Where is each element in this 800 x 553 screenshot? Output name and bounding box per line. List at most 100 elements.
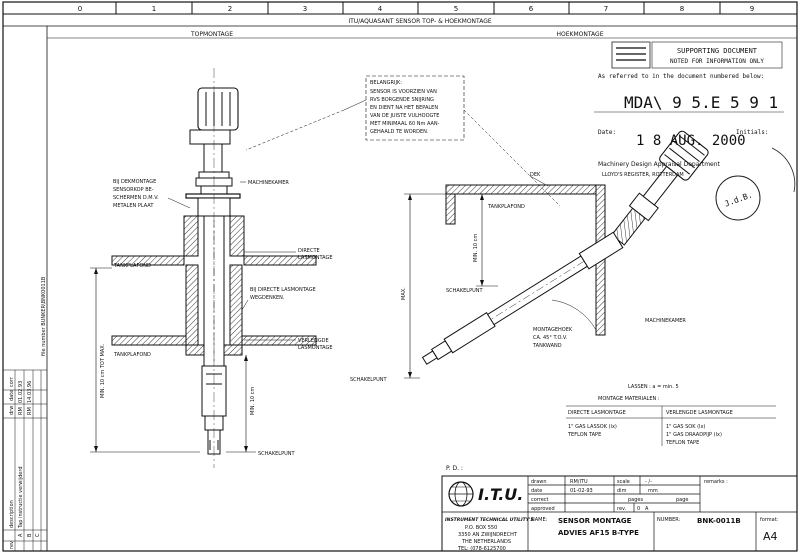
column-marker: 9 xyxy=(750,5,754,13)
pd-label: P. D. : xyxy=(446,465,463,472)
note-line: MET MINIMAAL 60 Nm AAN- xyxy=(370,121,440,127)
label-dekmontage: METALEN PLAAT xyxy=(113,203,154,209)
materials-heading: MONTAGE MATERIALEN : xyxy=(598,396,660,402)
rev-letter: A xyxy=(18,533,24,537)
rev-value: A xyxy=(645,506,649,512)
note-title: BELANGRIJK: xyxy=(370,80,402,86)
dimension-min-10cm: MIN. 10 cm xyxy=(473,234,479,262)
column-marker: 7 xyxy=(604,5,608,13)
column-marker: 6 xyxy=(529,5,534,13)
remarks-label: remarks : xyxy=(704,479,728,485)
scale-label: scale xyxy=(617,479,630,485)
label-montagehoek: TANKWAND xyxy=(532,343,562,349)
stamp-heading: SUPPORTING DOCUMENT xyxy=(677,47,758,55)
label-tankplafond-2: TANKPLAFOND xyxy=(113,352,151,358)
pages-label: pages xyxy=(628,497,643,503)
rev-value: 0 xyxy=(637,506,640,512)
number-label: NUMBER: xyxy=(657,517,681,523)
register-logo xyxy=(611,41,651,69)
stamp-date-label: Date: xyxy=(598,129,616,136)
rev-header: description xyxy=(9,500,15,528)
rev-date: 01.02.93 xyxy=(18,381,24,403)
label-bij-directe-lasmontage: WEGDENKEN. xyxy=(250,295,285,301)
stamp-date-value: 1 8 AUG. 2000 xyxy=(636,133,746,149)
angle-mount-drawing xyxy=(404,130,709,379)
label-verlengde-lasmontage: LASMONTAGE xyxy=(298,345,333,351)
date-label: date xyxy=(531,488,542,494)
material-item: 1" GAS DRAADPIJP (lx) xyxy=(666,432,722,438)
drawn-value: RM/ITU xyxy=(570,479,588,485)
column-marker: 4 xyxy=(378,5,383,13)
top-mount-labels: BIJ DEKMONTAGE SENSORKOP BE- SCHERMEN D.… xyxy=(100,179,333,457)
label-schakelpunt-2: SCHAKELPUNT xyxy=(350,377,387,383)
stamp-department: Machinery Design Appraisal Department xyxy=(598,161,721,168)
note-line: GEHAALD TE WORDEN. xyxy=(370,129,429,135)
label-bij-directe-lasmontage: BIJ DIRECTE LASMONTAGE xyxy=(250,287,316,293)
drawing-name: SENSOR MONTAGE xyxy=(558,517,632,525)
drawing-number: BNK-0011B xyxy=(697,517,741,525)
date-value: 01-02-93 xyxy=(570,488,593,494)
label-dekmontage: BIJ DEKMONTAGE xyxy=(113,179,156,185)
seal-icon xyxy=(715,175,761,221)
material-item: 1" GAS SOK (lx) xyxy=(666,424,705,430)
approval-stamp: SUPPORTING DOCUMENT NOTED FOR INFORMATIO… xyxy=(594,41,796,221)
drawing-title: ITU/AQUASANT SENSOR TOP- & HOEKMONTAGE xyxy=(348,18,492,25)
stamp-register: LLOYD'S REGISTER, ROTTERDAM xyxy=(602,172,684,178)
section-title-hoekmontage: HOEKMONTAGE xyxy=(557,31,604,38)
rev-description: Tap instructie verwijderd xyxy=(18,466,24,529)
material-item: TEFLON TAPE xyxy=(567,432,601,438)
col-directe: DIRECTE LASMONTAGE xyxy=(568,410,626,416)
column-marker: 1 xyxy=(152,5,156,13)
rev-header: rev xyxy=(9,541,15,549)
revision-block xyxy=(3,369,47,551)
label-tankplafond: TANKPLAFOND xyxy=(487,204,525,210)
label-dekmontage: SCHERMEN D.M.V. xyxy=(113,195,159,201)
page-label: page xyxy=(676,497,689,503)
dim-label: dim xyxy=(617,488,627,494)
label-verlengde-lasmontage: VERLENGDE xyxy=(298,338,329,344)
rev-letter: C xyxy=(35,533,41,537)
note-line: RVS BORGENDE SNIJRING xyxy=(370,97,434,103)
label-machinekamer: MACHINEKAMER xyxy=(248,180,289,186)
revision-block-text: rev description drw date corr A Tap inst… xyxy=(9,276,47,549)
title-block-logo: I.T.U. INSTRUMENT TECHNICAL UTILITY'S P.… xyxy=(445,481,534,552)
dimension-min-10cm: MIN. 10 cm xyxy=(250,387,256,415)
label-directe-lasmontage: LASMONTAGE xyxy=(298,255,333,261)
format-value: A4 xyxy=(763,530,778,543)
company-address: TEL: (078-6125700 xyxy=(457,546,506,552)
col-verlengde: VERLENGDE LASMONTAGE xyxy=(666,410,733,416)
note-line: EN DIENT NA HET BEPALEN xyxy=(370,105,438,111)
top-mount-drawing xyxy=(90,68,317,468)
welding-note: LASSEN : a = min. 5 xyxy=(628,384,679,390)
connector-head xyxy=(197,87,239,131)
material-item: 1" GAS LASSOK (lx) xyxy=(568,424,617,430)
label-directe-lasmontage: DIRECTE xyxy=(298,248,320,254)
label-dekmontage: SENSORKOP BE- xyxy=(113,187,154,193)
note-line: SENSOR IS VOORZIEN VAN xyxy=(370,89,437,95)
title-block xyxy=(441,475,798,552)
rev-drw: RM xyxy=(27,407,33,415)
section-title-topmontage: TOPMONTAGE xyxy=(190,31,233,38)
label-montagehoek: CA. 45° T.O.V. xyxy=(533,335,568,341)
stamp-initials-label: Initials: xyxy=(736,129,769,136)
approved-label: approved xyxy=(531,506,555,512)
stamp-subheading: NOTED FOR INFORMATION ONLY xyxy=(670,58,764,65)
label-dek: DEK xyxy=(530,172,541,178)
column-marker: 2 xyxy=(228,5,232,13)
label-tankplafond: TANKPLAFOND xyxy=(113,263,151,269)
angle-mount-labels: DEK TANKPLAFOND SCHAKELPUNT MONTAGEHOEK … xyxy=(350,172,686,383)
rev-header: drw xyxy=(9,406,15,415)
rev-date: 14.03.96 xyxy=(27,381,33,403)
name-label: NAME: xyxy=(531,517,548,523)
column-marker: 0 xyxy=(78,5,82,13)
company-address: P.O. BOX 550 xyxy=(465,525,497,531)
label-machinekamer: MACHINEKAMER xyxy=(645,318,686,324)
scale-value: - /- xyxy=(645,479,652,485)
drawn-label: drawn xyxy=(531,479,547,485)
label-schakelpunt: SCHAKELPUNT xyxy=(446,288,483,294)
column-marker: 5 xyxy=(454,5,458,13)
rev-letter: B xyxy=(27,533,33,537)
rev-drw: RM xyxy=(18,407,24,415)
